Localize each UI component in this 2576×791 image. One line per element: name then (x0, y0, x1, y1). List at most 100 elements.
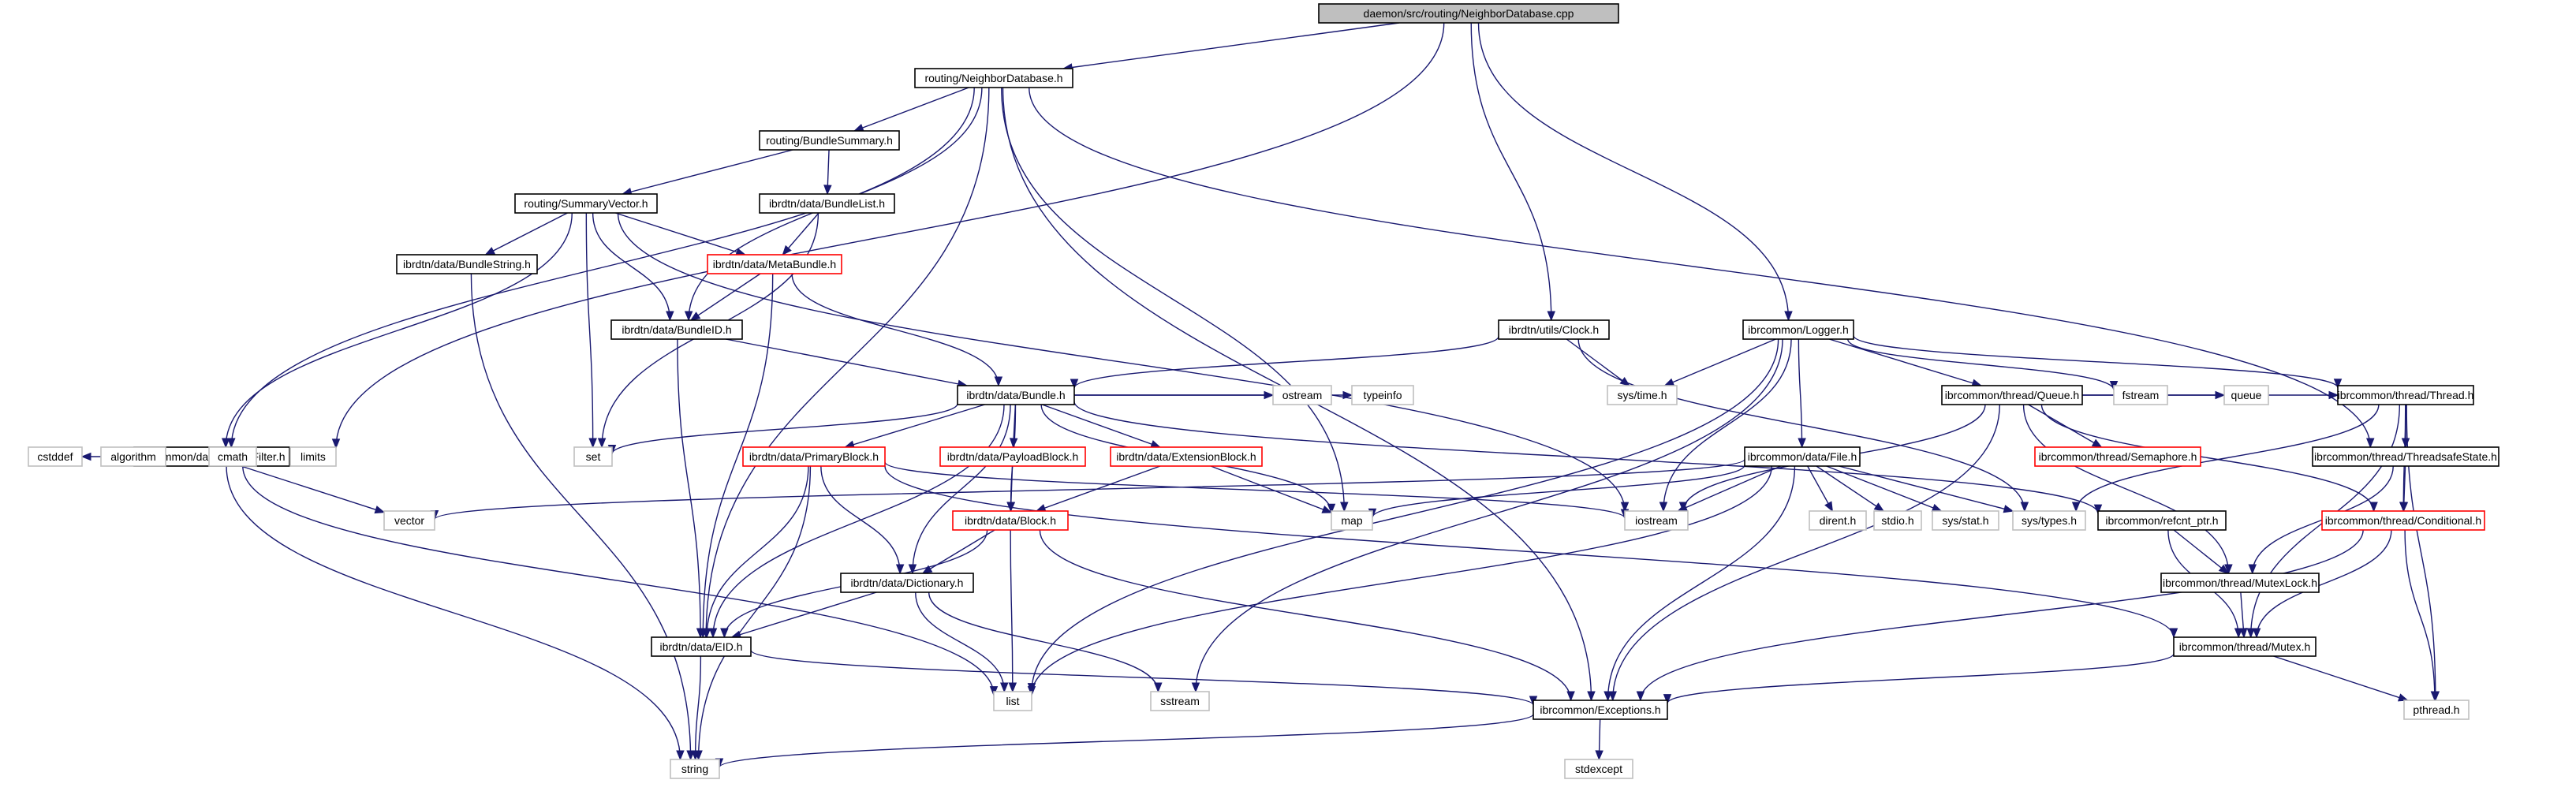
edge-file_h-to-iostream (1678, 465, 1781, 512)
node-label: cmath (218, 450, 248, 463)
node-mb-h[interactable]: ibrdtn/data/MetaBundle.h (707, 254, 842, 274)
arrowhead-file_h-to-exc_h (1603, 691, 1612, 702)
edge-sv_h-to-set (585, 212, 594, 448)
node-box (1150, 691, 1210, 711)
node-dict-h[interactable]: ibrdtn/data/Dictionary.h (840, 573, 974, 593)
node-queue-h[interactable]: ibrcommon/thread/Queue.h (1941, 385, 2083, 405)
node-bid-h[interactable]: ibrdtn/data/BundleID.h (610, 319, 743, 340)
arrowhead-nd_h-to-bf_h (227, 438, 236, 449)
edge-bundle_h-to-eb_h (1041, 404, 1161, 448)
arrowhead-bundle_h-to-typeinfo (1342, 390, 1353, 400)
edge-clock_h-to-systime (1566, 338, 1630, 386)
node-bl-h[interactable]: ibrdtn/data/BundleList.h (759, 193, 895, 214)
arrowhead-bundle_h-to-dict_h (908, 564, 917, 575)
node-logger-h[interactable]: ibrcommon/Logger.h (1742, 319, 1854, 340)
node-tss-h[interactable]: ibrcommon/thread/ThreadsafeState.h (2312, 446, 2499, 467)
arrowhead-file_h-to-systypes (2003, 505, 2014, 513)
node-box (1624, 510, 1689, 531)
node-refcnt-h[interactable]: ibrcommon/refcnt_ptr.h (2097, 510, 2227, 531)
node-label: sys/types.h (2022, 514, 2077, 527)
edge-sv_h-to-iostream (617, 212, 1626, 512)
node-box (1932, 510, 1999, 531)
node-label: ibrdtn/data/BundleString.h (403, 258, 531, 271)
node-box (939, 446, 1086, 467)
arrowhead-file_h-to-dirent (1824, 501, 1833, 513)
node-box (1564, 759, 1633, 779)
node-label: ibrdtn/data/ExtensionBlock.h (1116, 450, 1256, 463)
edge-eid_h-to-string (694, 655, 702, 760)
node-exc-h[interactable]: ibrcommon/Exceptions.h (1533, 700, 1668, 720)
node-mutex-h[interactable]: ibrcommon/thread/Mutex.h (2173, 636, 2317, 657)
node-plb-h[interactable]: ibrdtn/data/PayloadBlock.h (939, 446, 1086, 467)
edge-bundle_h-to-dict_h (912, 404, 1011, 574)
edge-mb_h-to-eid_h (702, 273, 774, 638)
node-label: ibrcommon/thread/Queue.h (1945, 389, 2079, 401)
arrowhead-bf_h-to-string (676, 750, 685, 761)
node-mlock-h[interactable]: ibrcommon/thread/MutexLock.h (2160, 573, 2320, 593)
arrowhead-exc_h-to-stdexcept (1595, 750, 1603, 761)
node-sem-h[interactable]: ibrcommon/thread/Semaphore.h (2034, 446, 2201, 467)
node-box (1533, 700, 1668, 720)
edge-cond_h-to-pthread (2404, 529, 2436, 701)
node-eb-h[interactable]: ibrdtn/data/ExtensionBlock.h (1110, 446, 1263, 467)
node-pb-h[interactable]: ibrdtn/data/PrimaryBlock.h (742, 446, 886, 467)
edge-queue_h-to-cond_h (2040, 404, 2375, 512)
node-systypes: sys/types.h (2012, 510, 2086, 531)
node-box (573, 446, 613, 467)
node-thread-h[interactable]: ibrcommon/thread/Thread.h (2337, 385, 2474, 405)
edge-pb_h-to-dict_h (820, 465, 901, 574)
node-label: routing/BundleSummary.h (766, 134, 893, 147)
node-box (1318, 3, 1619, 24)
node-sv-h[interactable]: routing/SummaryVector.h (514, 193, 658, 214)
arrowhead-root-to-logger_h (1784, 311, 1793, 322)
node-label: ibrdtn/utils/Clock.h (1509, 323, 1599, 336)
node-cond-h[interactable]: ibrcommon/thread/Conditional.h (2321, 510, 2485, 531)
node-root[interactable]: daemon/src/routing/NeighborDatabase.cpp (1318, 3, 1619, 24)
node-eid-h[interactable]: ibrdtn/data/EID.h (651, 636, 752, 657)
edge-bundle_h-to-set (611, 403, 958, 454)
edge-logger_h-to-systime (1664, 338, 1776, 386)
node-label: sys/time.h (1617, 389, 1667, 401)
edge-mb_h-to-bundle_h (791, 273, 999, 386)
edge-bundle_h-to-pb_h (845, 404, 985, 448)
node-sysstat: sys/stat.h (1932, 510, 1999, 531)
edge-bf_h-to-vector (241, 465, 385, 513)
arrowhead-plb_h-to-block_h (1006, 502, 1016, 513)
arrowhead-block_h-to-dict_h (921, 565, 933, 574)
node-bstr-h[interactable]: ibrdtn/data/BundleString.h (396, 254, 538, 274)
edge-nd_h-to-bf_h (230, 87, 975, 448)
node-label: stdexcept (1575, 763, 1622, 775)
node-bs-h[interactable]: routing/BundleSummary.h (759, 130, 900, 151)
node-label: algorithm (110, 450, 156, 463)
edge-mutex_h-to-pthread (2273, 655, 2408, 701)
edge-refcnt_h-to-mlock_h (2173, 529, 2229, 574)
node-bundle-h[interactable]: ibrdtn/data/Bundle.h (957, 385, 1075, 405)
edge-layer (80, 22, 2440, 769)
node-clock-h[interactable]: ibrdtn/utils/Clock.h (1498, 319, 1610, 340)
node-list: list (993, 691, 1032, 711)
node-label: ibrcommon/Exceptions.h (1540, 703, 1660, 716)
arrowhead-thread_h-to-tss_h (2401, 438, 2410, 449)
arrowhead-eid_h-to-string (691, 750, 700, 761)
node-file-h[interactable]: ibrcommon/data/File.h (1744, 446, 1861, 467)
edge-bf_h-to-list (242, 465, 995, 696)
node-box (952, 510, 1069, 531)
node-box (1351, 385, 1414, 405)
edge-eid_h-to-exc_h (750, 649, 1534, 706)
edge-dict_h-to-eid_h (731, 591, 877, 638)
node-block-h[interactable]: ibrdtn/data/Block.h (952, 510, 1069, 531)
node-nd-h[interactable]: routing/NeighborDatabase.h (914, 68, 1073, 88)
edge-nd_h-to-map (1001, 87, 1345, 512)
arrowhead-file_h-to-list (1027, 686, 1036, 696)
edge-mb_h-to-bid_h (690, 273, 761, 321)
node-box (2160, 573, 2320, 593)
node-vector: vector (383, 510, 435, 531)
edge-queue_h-to-sem_h (2028, 404, 2102, 448)
node-label: iostream (1635, 514, 1678, 527)
arrowhead-sv_h-to-bid_h (666, 311, 674, 322)
arrowhead-block_h-to-exc_h (1566, 691, 1575, 702)
edge-eb_h-to-map (1210, 465, 1332, 513)
arrowhead-bid_h-to-eid_h (696, 628, 705, 639)
edge-cond_h-to-mutex_h (2256, 529, 2392, 638)
node-box (208, 446, 257, 467)
